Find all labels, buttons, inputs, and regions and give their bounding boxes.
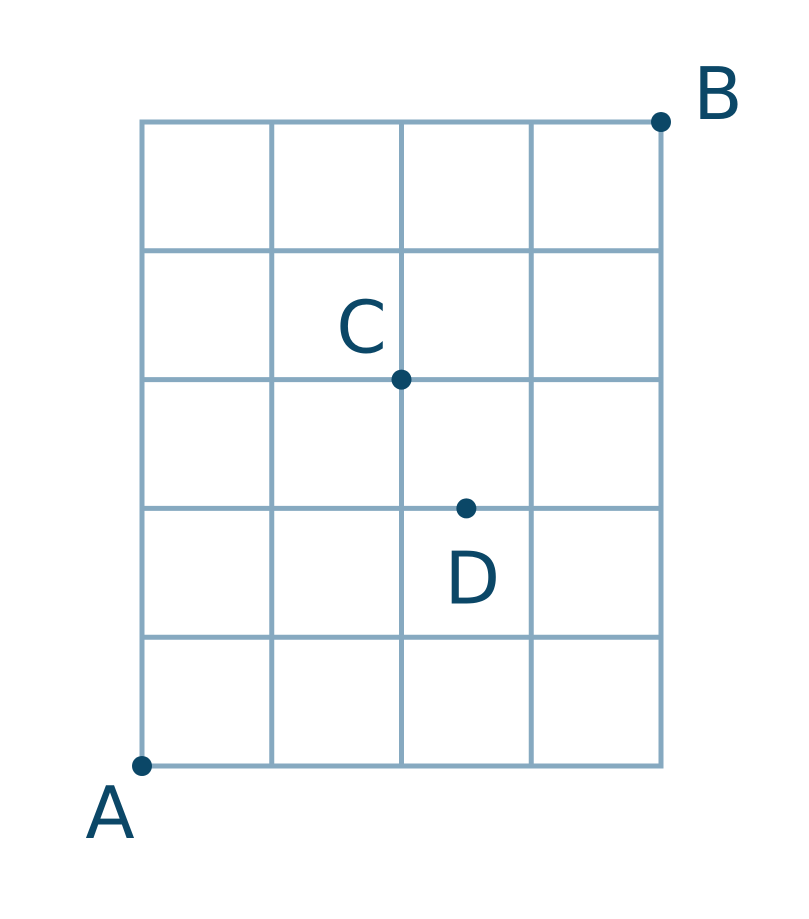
point-c	[391, 369, 412, 390]
point-d	[456, 498, 477, 519]
point-b	[651, 112, 671, 132]
grid-lines	[139, 119, 664, 769]
point-label-a: A	[85, 771, 134, 855]
point-label-b: B	[693, 52, 742, 136]
grid-points	[132, 112, 671, 776]
point-label-c: C	[336, 286, 386, 370]
point-a	[132, 756, 152, 776]
grid-point-labels: A B C D	[85, 52, 742, 855]
point-label-d: D	[445, 536, 500, 620]
